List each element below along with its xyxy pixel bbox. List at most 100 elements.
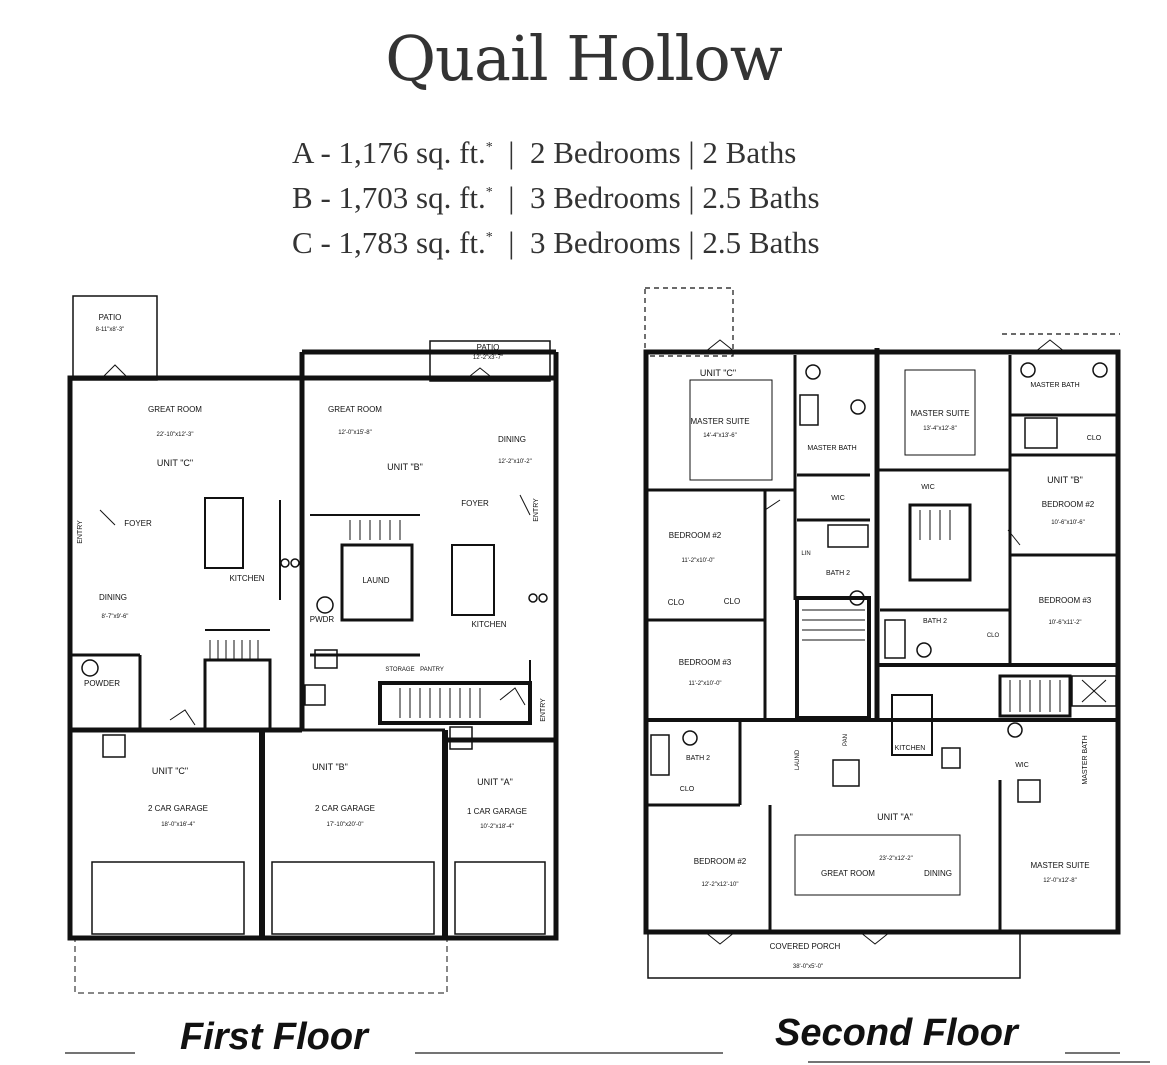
room-label: WIC xyxy=(921,484,935,491)
floor-label-rules xyxy=(65,1052,1150,1063)
kitchen-island-b xyxy=(451,544,495,616)
room-label: 2 CAR GARAGE xyxy=(148,804,208,813)
entry-label: ENTRY xyxy=(540,698,547,722)
room-label: PAN xyxy=(843,734,849,746)
first-floor-label: First Floor xyxy=(180,1016,368,1058)
room-label: WIC xyxy=(1015,762,1029,769)
room-label: CLO xyxy=(668,598,684,607)
spec-row-a: A - 1,176 sq. ft.* | 2 Bedrooms | 2 Bath… xyxy=(292,135,797,170)
bed-outline xyxy=(904,369,976,456)
spec-bedrooms: 3 Bedrooms xyxy=(529,225,681,260)
room-label: UNIT "B" xyxy=(387,462,423,472)
room-label: BATH 2 xyxy=(826,570,850,577)
room-dim: 14'-4"x13'-6" xyxy=(703,433,737,439)
second-floor-plan: UNIT "C" MASTER SUITE 14'-4"x13'-6" MAST… xyxy=(643,287,1121,979)
room-label: WIC xyxy=(831,495,845,502)
room-label: COVERED PORCH xyxy=(770,942,841,951)
room-label: FOYER xyxy=(461,499,489,508)
room-label: FOYER xyxy=(124,519,152,528)
room-dim: 10'-2"x18'-4" xyxy=(480,824,514,830)
room-label: LAUND xyxy=(795,749,801,770)
room-label: BATH 2 xyxy=(686,755,710,762)
first-floor-plan: PATIO 8-11"x8'-3" PATIO 12'-2"x3'-7" GRE… xyxy=(67,295,559,994)
room-label: UNIT "C" xyxy=(152,766,188,776)
spec-unit: B xyxy=(292,180,313,215)
room-label: LAUND xyxy=(362,576,389,585)
stair-enclosure xyxy=(795,596,871,720)
room-label: UNIT "C" xyxy=(700,368,736,378)
room-label: GREAT ROOM xyxy=(328,405,382,414)
garage-door-b xyxy=(271,861,435,935)
room-label: LIN xyxy=(801,551,810,557)
garage-door-c xyxy=(91,861,245,935)
spec-sqft: 1,783 sq. ft. xyxy=(338,225,486,260)
stair-enclosure xyxy=(203,658,272,732)
great-room-outline xyxy=(794,834,961,896)
spec-baths: 2.5 Baths xyxy=(702,180,820,215)
stair-treads xyxy=(802,510,1107,712)
room-label: 2 CAR GARAGE xyxy=(315,804,375,813)
room-label: BEDROOM #2 xyxy=(694,857,747,866)
room-label: PWDR xyxy=(310,615,335,624)
spec-sqft: 1,176 sq. ft. xyxy=(338,135,486,170)
entry-label: ENTRY xyxy=(533,498,540,522)
fixtures xyxy=(81,558,548,758)
spec-bedrooms: 2 Bedrooms xyxy=(529,135,681,170)
room-label: MASTER SUITE xyxy=(910,409,969,418)
room-label: CLO xyxy=(680,786,695,793)
room-dim: 17'-10"x20'-0" xyxy=(327,822,364,828)
room-label: MASTER BATH xyxy=(1082,735,1089,784)
room-label: GREAT ROOM xyxy=(821,869,875,878)
room-dim: 11'-2"x10'-0" xyxy=(681,558,714,564)
entry-labels: ENTRY ENTRY ENTRY xyxy=(77,498,547,722)
room-dim: 12'-2"x3'-7" xyxy=(473,355,503,361)
room-dim: 8-11"x8'-3" xyxy=(96,327,125,333)
exterior-wall xyxy=(67,375,559,941)
room-label: UNIT "B" xyxy=(1047,475,1083,485)
room-dim: 10'-6"x10'-6" xyxy=(1051,520,1085,526)
room-label: BEDROOM #3 xyxy=(1039,596,1092,605)
room-dim: 11'-2"x10'-0" xyxy=(688,681,721,687)
spec-sqft: 1,703 sq. ft. xyxy=(338,180,486,215)
stair-treads xyxy=(209,520,481,718)
stair-enclosure-a xyxy=(998,674,1072,718)
room-label: MASTER SUITE xyxy=(690,417,749,426)
unit-specs: A - 1,176 sq. ft.* | 2 Bedrooms | 2 Bath… xyxy=(292,128,892,263)
room-label: BEDROOM #2 xyxy=(1042,500,1095,509)
room-dim: 18'-0"x16'-4" xyxy=(161,822,195,828)
stair-enclosure-a xyxy=(378,681,532,725)
room-dim: 12'-2"x12'-10" xyxy=(702,882,739,888)
room-label: CLO xyxy=(987,633,1000,639)
page-title: Quail Hollow xyxy=(385,22,783,95)
room-label: POWDER xyxy=(84,679,120,688)
spec-row-b: B - 1,703 sq. ft.* | 3 Bedrooms | 2.5 Ba… xyxy=(292,180,820,215)
second-floor-label: Second Floor xyxy=(775,1012,1018,1054)
room-label: MASTER BATH xyxy=(1030,382,1079,389)
exterior-wall xyxy=(643,349,1121,935)
room-label: KITCHEN xyxy=(229,574,264,583)
driveway-outline xyxy=(74,937,448,994)
room-label: BEDROOM #2 xyxy=(669,531,722,540)
room-label: PANTRY xyxy=(420,667,444,673)
room-label: UNIT "B" xyxy=(312,762,348,772)
room-label: UNIT "A" xyxy=(877,812,913,822)
room-label: BATH 2 xyxy=(923,618,947,625)
spec-bedrooms: 3 Bedrooms xyxy=(529,180,681,215)
room-dim: 12'-2"x10'-2" xyxy=(498,459,532,465)
room-label: PATIO xyxy=(99,313,122,322)
room-label: CLO xyxy=(1087,435,1102,442)
room-label: KITCHEN xyxy=(895,745,926,752)
second-floor-labels: UNIT "C" MASTER SUITE 14'-4"x13'-6" MAST… xyxy=(668,368,1102,970)
spec-row-c: C - 1,783 sq. ft.* | 3 Bedrooms | 2.5 Ba… xyxy=(292,225,820,260)
patio-c-outline xyxy=(72,295,158,381)
room-label: PATIO xyxy=(477,343,500,352)
entry-label: ENTRY xyxy=(77,520,84,544)
room-dim: 23'-2"x12'-2" xyxy=(879,856,913,862)
bed-outline xyxy=(689,379,773,481)
room-label: UNIT "C" xyxy=(157,458,193,468)
room-label: DINING xyxy=(99,593,127,602)
spec-baths: 2.5 Baths xyxy=(702,225,820,260)
shaft xyxy=(1071,675,1117,707)
rotated-labels: LAUND PAN MASTER BATH xyxy=(795,734,1089,785)
patio-b-outline xyxy=(429,340,551,382)
